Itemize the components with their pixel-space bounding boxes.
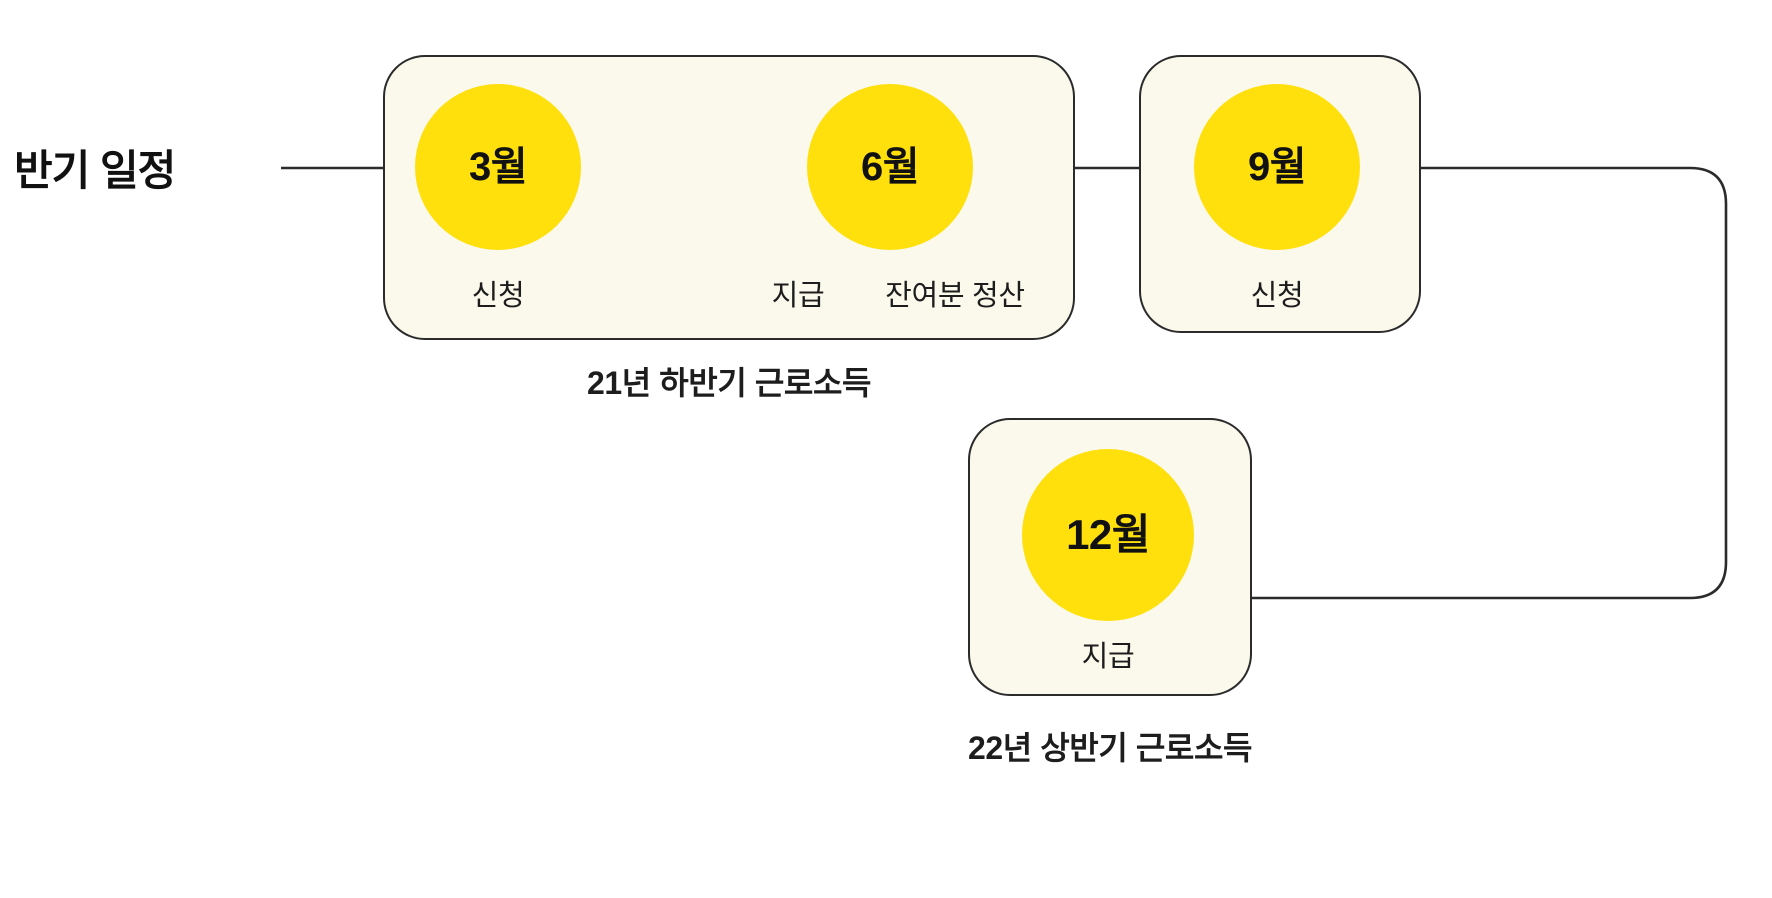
group-caption-h1-2022: 22년 상반기 근로소득 <box>967 730 1253 766</box>
month-bubble-september-label: 9월 <box>1247 145 1307 189</box>
month-bubble-december[interactable]: 12월 <box>1022 449 1194 621</box>
month-bubble-june-label: 6월 <box>860 145 920 189</box>
node-label-june-settlement: 잔여분 정산 <box>885 280 1025 312</box>
node-label-december-payment: 지급 <box>1081 641 1135 673</box>
node-label-march-apply: 신청 <box>471 280 525 312</box>
page-title: 반기 일정 <box>14 147 176 194</box>
month-bubble-september[interactable]: 9월 <box>1194 84 1360 250</box>
month-bubble-june[interactable]: 6월 <box>807 84 973 250</box>
node-label-june-payment: 지급 <box>771 280 825 312</box>
month-bubble-march[interactable]: 3월 <box>415 84 581 250</box>
month-bubble-december-label: 12월 <box>1066 511 1150 558</box>
month-bubble-march-label: 3월 <box>468 145 528 189</box>
node-label-september-apply: 신청 <box>1250 280 1304 312</box>
group-caption-h2-2021: 21년 하반기 근로소득 <box>586 365 872 401</box>
